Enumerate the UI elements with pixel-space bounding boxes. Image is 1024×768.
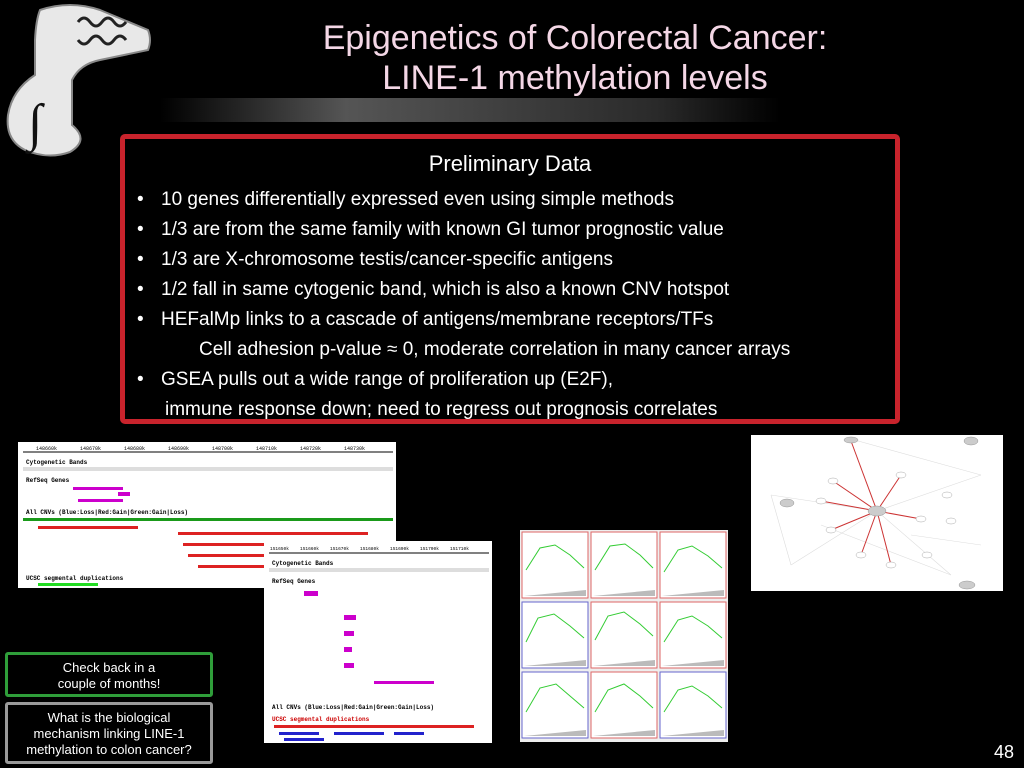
check-back-note: Check back in a couple of months!: [5, 652, 213, 697]
list-item: •GSEA pulls out a wide range of prolifer…: [137, 369, 614, 390]
gsea-plots-grid: [520, 530, 728, 742]
svg-text:151710k: 151710k: [450, 546, 469, 552]
svg-text:UCSC segmental duplications: UCSC segmental duplications: [272, 716, 370, 723]
question-text: What is the biological mechanism linking…: [26, 710, 192, 757]
svg-text:RefSeq Genes: RefSeq Genes: [272, 578, 316, 585]
svg-text:151670k: 151670k: [330, 546, 349, 552]
svg-text:Cytogenetic Bands: Cytogenetic Bands: [26, 459, 88, 466]
list-subitem: Cell adhesion p-value ≈ 0, moderate corr…: [199, 339, 791, 360]
title-line-1: Epigenetics of Colorectal Cancer:: [322, 19, 828, 57]
list-item: •1/3 are X-chromosome testis/cancer-spec…: [137, 249, 613, 270]
dna-logo-icon: ∫: [6, 4, 151, 157]
list-item: •1/2 fall in same cytogenic band, which …: [137, 279, 730, 300]
list-item: •1/3 are from the same family with known…: [137, 219, 724, 240]
bullet-list: •10 genes differentially expressed even …: [135, 185, 790, 425]
list-item: •10 genes differentially expressed even …: [137, 189, 674, 210]
svg-text:∫: ∫: [25, 95, 45, 154]
svg-text:UCSC segmental duplications: UCSC segmental duplications: [26, 575, 124, 582]
svg-text:151680k: 151680k: [360, 546, 379, 552]
svg-text:148690k: 148690k: [168, 446, 189, 452]
check-back-text: Check back in a couple of months!: [57, 660, 161, 691]
svg-text:All CNVs (Blue:Loss|Red:Gain|G: All CNVs (Blue:Loss|Red:Gain|Green:Gain|…: [272, 704, 434, 711]
preliminary-data-box: Preliminary Data •10 genes differentiall…: [120, 134, 900, 424]
page-number: 48: [993, 742, 1014, 762]
title-line-2: LINE-1 methylation levels: [382, 59, 768, 97]
svg-text:151650k: 151650k: [270, 546, 289, 552]
svg-text:Cytogenetic Bands: Cytogenetic Bands: [272, 560, 334, 567]
title-underline-bar: [160, 98, 780, 122]
svg-text:148700k: 148700k: [212, 446, 233, 452]
box-heading: Preliminary Data: [428, 151, 592, 176]
svg-text:148660k: 148660k: [36, 446, 57, 452]
svg-text:All CNVs (Blue:Loss|Red:Gain|G: All CNVs (Blue:Loss|Red:Gain|Green:Gain|…: [26, 509, 188, 516]
svg-text:151660k: 151660k: [300, 546, 319, 552]
genome-browser-screenshot-2: 151650k 151660k 151670k 151680k 151690k …: [264, 541, 492, 743]
question-note: What is the biological mechanism linking…: [5, 702, 213, 764]
svg-text:151690k: 151690k: [390, 546, 409, 552]
svg-text:RefSeq Genes: RefSeq Genes: [26, 477, 70, 484]
svg-text:151700k: 151700k: [420, 546, 439, 552]
list-item-continuation: immune response down; need to regress ou…: [165, 399, 718, 420]
svg-text:148670k: 148670k: [80, 446, 101, 452]
svg-text:148720k: 148720k: [300, 446, 321, 452]
slide-title: Epigenetics of Colorectal Cancer: LINE-1…: [250, 18, 900, 98]
svg-text:148680k: 148680k: [124, 446, 145, 452]
svg-text:148730k: 148730k: [344, 446, 365, 452]
list-item: •HEFalMp links to a cascade of antigens/…: [137, 309, 714, 330]
svg-text:148710k: 148710k: [256, 446, 277, 452]
network-graph-screenshot: [751, 435, 1003, 591]
